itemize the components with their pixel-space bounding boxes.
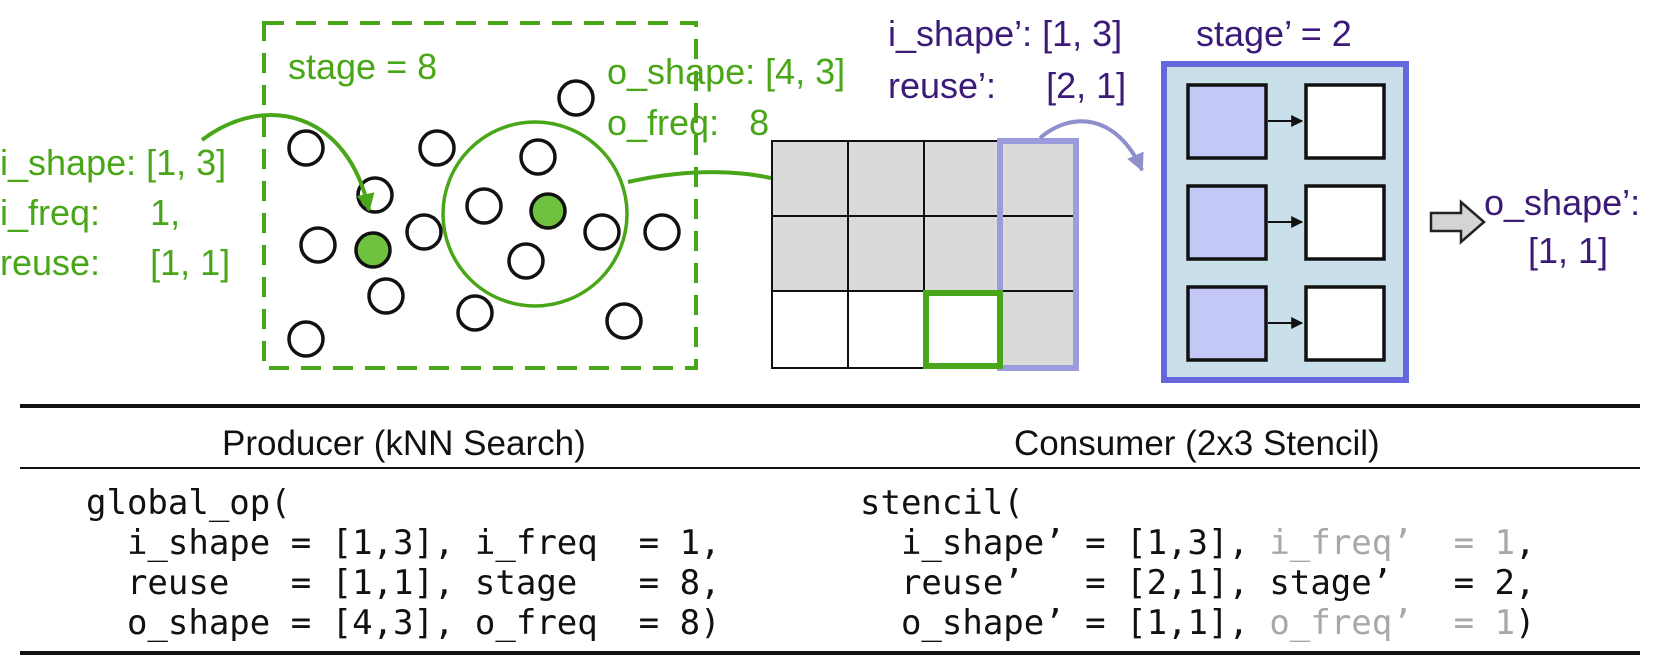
stencil-in-cell [1186,184,1268,261]
code-line: i_shape = [1,3], i_freq = 1, [86,523,721,563]
producer-region [262,21,698,370]
code-token: stencil( [860,483,1024,523]
grid-cell [847,140,925,217]
code-line: global_op( [86,483,721,523]
code-token: ) [1515,603,1536,643]
grid-cell [923,215,1001,292]
grid-cell [999,215,1077,292]
table-bottom-rule [20,651,1640,655]
point [456,294,494,332]
code-token-muted: o_freq’ = 1 [1269,603,1516,643]
point [367,277,405,315]
point [507,242,545,280]
table-top-rule [20,404,1640,408]
producer-header: Producer (kNN Search) [222,424,586,463]
stencil-arrows [1268,115,1304,329]
grid-cell [999,140,1077,217]
producer-stage-label: stage = 8 [288,46,438,87]
stencil-in-cell [1186,285,1268,362]
producer-reuse-label: reuse: [1, 1] [0,242,231,283]
producer-code: global_op( i_shape = [1,3], i_freq = 1, … [86,483,721,643]
code-line: reuse’ = [2,1], stage’ = 2, [860,563,1536,603]
grid-cell [923,140,1001,217]
input-arrow [200,113,375,212]
code-token: reuse’ = [2,1], stage’ = 2, [860,563,1536,603]
grid-cell [847,215,925,292]
consumer-header: Consumer (2x3 Stencil) [1014,424,1380,463]
grid-cell [999,290,1077,369]
diagram-graphics [200,21,1486,383]
grid-cell [771,290,849,369]
grid-cell [771,140,849,217]
point [643,213,681,251]
stencil-input-window [997,138,1079,371]
consumer-reuse-label: reuse’: [2, 1] [888,65,1127,106]
code-line: o_shape = [4,3], o_freq = 8) [86,603,721,643]
code-token: reuse = [1,1], stage = 8, [86,563,721,603]
code-line: stencil( [860,483,1536,523]
consumer-o-shape-label: o_shape’: [1484,182,1641,223]
query-point [529,192,567,230]
code-token-muted: i_freq’ = 1 [1269,523,1516,563]
consumer-o-shape-value: [1, 1] [1528,230,1609,271]
point [299,226,337,264]
producer-i-freq-label: i_freq: 1, [0,192,181,233]
point [405,213,443,251]
stencil-out-cell [1304,83,1386,160]
grid-cell [847,290,925,369]
code-token: , [1515,523,1536,563]
point [418,129,456,167]
stencil-out-cell [1304,184,1386,261]
stencil-out-cell [1304,285,1386,362]
point [605,302,643,340]
producer-o-freq-label: o_freq: 8 [607,102,770,143]
code-line: o_shape’ = [1,1], o_freq’ = 1) [860,603,1536,643]
consumer-i-shape-label: i_shape’: [1, 3] [888,13,1123,54]
code-token: o_shape’ = [1,1], [860,603,1270,643]
output-block-arrow [1429,199,1486,245]
neighborhood-circle [441,120,629,308]
consumer-code: stencil( i_shape’ = [1,3], i_freq’ = 1, … [860,483,1536,643]
code-token: o_shape = [4,3], o_freq = 8) [86,603,721,643]
producer-o-shape-label: o_shape: [4, 3] [607,51,846,92]
grid-cell [771,215,849,292]
stencil-cells [1186,83,1386,362]
code-token: i_shape = [1,3], i_freq = 1, [86,523,721,563]
stencil-arrow [1038,119,1144,172]
code-line: i_shape’ = [1,3], i_freq’ = 1, [860,523,1536,563]
point [465,187,503,225]
code-token: global_op( [86,483,291,523]
point [287,320,325,358]
produced-cell [923,290,1003,369]
point [583,213,621,251]
code-line: reuse = [1,1], stage = 8, [86,563,721,603]
query-point [354,231,392,269]
output-grid [771,140,1077,369]
stencil-in-cell [1186,83,1268,160]
point [557,79,595,117]
point [287,129,325,167]
point [519,138,557,176]
table-header-rule [20,467,1640,469]
consumer-stage-label: stage’ = 2 [1196,13,1352,54]
code-token: i_shape’ = [1,3], [860,523,1270,563]
producer-i-shape-label: i_shape: [1, 3] [0,142,227,183]
grid-cell [923,290,1001,369]
